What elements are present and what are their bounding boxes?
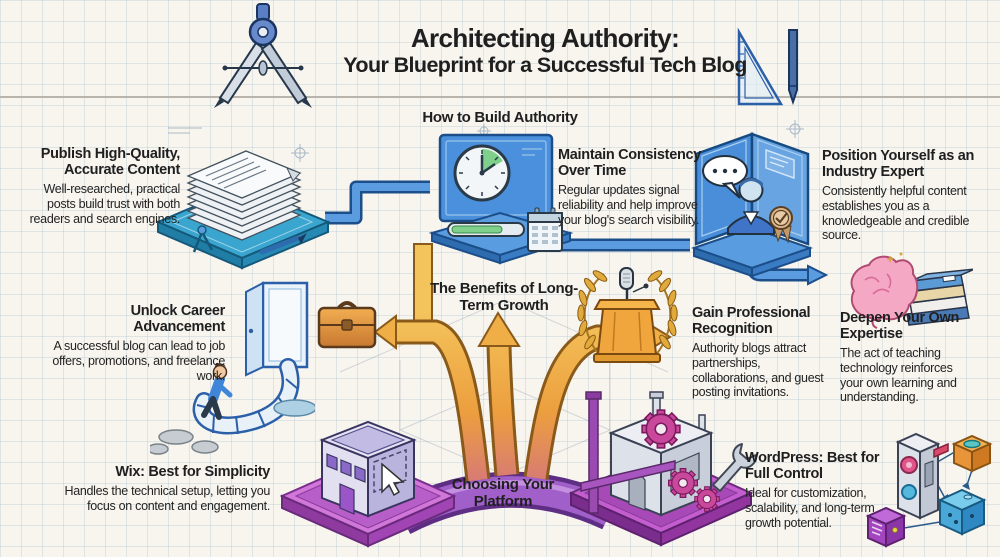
- card-career-advancement: Unlock Career Advancement A successful b…: [40, 303, 225, 383]
- page-title: Architecting Authority: Your Blueprint f…: [230, 23, 860, 78]
- drafting-compass-icon: [214, 3, 312, 108]
- card-body: Consistently helpful content establishes…: [822, 184, 970, 243]
- card-professional-recognition: Gain Professional Recognition Authority …: [692, 305, 838, 400]
- briefcase-icon: [317, 301, 377, 349]
- climbing-person-icon: [201, 363, 233, 420]
- wrench-icon: [712, 443, 758, 492]
- section-heading-benefits: The Benefits of Long-Term Growth: [430, 280, 578, 314]
- card-publish-content: Publish High-Quality, Accurate Content W…: [20, 146, 181, 226]
- card-title: Publish High-Quality, Accurate Content: [40, 146, 181, 179]
- chat-window-icon: [765, 148, 795, 180]
- gear-icon: [667, 468, 699, 498]
- podium-icon: [593, 299, 661, 363]
- gear-icon: [641, 409, 681, 449]
- card-deepen-expertise: Deepen Your Own Expertise The act of tea…: [840, 310, 978, 405]
- progress-bar-icon: [447, 222, 525, 237]
- card-title: Deepen Your Own Expertise: [840, 310, 960, 343]
- card-body: The act of teaching technology reinforce…: [840, 346, 957, 405]
- section-heading-platform: Choosing Your Platform: [451, 476, 555, 510]
- career-door-icon: [150, 281, 315, 455]
- award-badge-icon: [769, 206, 793, 244]
- pen-icon: [259, 233, 307, 255]
- purple-cube-icon: [865, 506, 907, 548]
- card-title: Wix: Best for Simplicity: [115, 464, 270, 480]
- brain-icon: [850, 252, 919, 329]
- title-line-1: Architecting Authority:: [410, 23, 680, 53]
- laurel-wreath-icon: [577, 270, 678, 357]
- scaffold-beam: [580, 460, 676, 492]
- laurel-podium-icon: [577, 267, 678, 363]
- card-title: Position Yourself as an Industry Expert: [822, 148, 975, 181]
- card-title: Unlock Career Advancement: [130, 303, 226, 336]
- building-door: [339, 483, 355, 515]
- title-line-2: Your Blueprint for a Successful Tech Blo…: [343, 53, 747, 78]
- card-body: Well-researched, practical posts build t…: [29, 182, 181, 226]
- selection-box-icon: [373, 448, 407, 494]
- building-windows: [326, 453, 366, 483]
- card-body: Handles the technical setup, letting you…: [64, 484, 271, 513]
- card-title: Maintain Consistency Over Time: [558, 147, 702, 180]
- card-title: Gain Professional Recognition: [692, 305, 811, 338]
- scaffold-pole: [588, 396, 599, 514]
- calendar-icon: [527, 207, 563, 252]
- section-heading-how-to-build-authority: How to Build Authority: [422, 109, 578, 126]
- card-wordpress: WordPress: Best for Full Control Ideal f…: [745, 450, 897, 530]
- server-tower-icon: [895, 432, 949, 520]
- gear-icon: [694, 486, 720, 512]
- clock-icon: [453, 144, 511, 202]
- left-arrow-icon: [373, 313, 491, 482]
- stepping-stones-icon: [150, 399, 315, 455]
- cursor-icon: [381, 462, 405, 497]
- card-body: Regular updates signal reliability and h…: [558, 183, 700, 227]
- wordpress-blocks-icon: [568, 391, 758, 547]
- flow-arrowhead-icon: [807, 264, 829, 286]
- set-square-icon: [737, 27, 798, 106]
- card-maintain-consistency: Maintain Consistency Over Time Regular u…: [558, 147, 721, 227]
- wix-building-icon: [279, 420, 457, 548]
- blue-cube-icon: [937, 488, 987, 536]
- expert-avatar: [727, 177, 775, 235]
- pencil-icon: [788, 29, 798, 106]
- paper-sheets: [186, 150, 302, 241]
- paper-stack-icon: [155, 150, 331, 270]
- card-wix: Wix: Best for Simplicity Handles the tec…: [58, 464, 271, 513]
- microphone-icon: [619, 267, 649, 300]
- expert-monitor-icon: [690, 132, 814, 278]
- open-door-icon: [245, 281, 309, 377]
- card-body: Ideal for customization, scalability, an…: [745, 486, 875, 530]
- title-divider: [0, 96, 1000, 98]
- speech-bubble-icon: [702, 155, 748, 199]
- card-body: A successful blog can lead to job offers…: [52, 339, 225, 383]
- card-title: WordPress: Best for Full Control: [745, 450, 880, 483]
- brain-books-icon: [850, 252, 973, 329]
- network-cubes-icon: [865, 432, 993, 548]
- up-arrow-icon: [477, 311, 521, 477]
- laptop-icon: [428, 133, 574, 265]
- orange-cube-icon: [951, 434, 993, 473]
- card-body: Authority blogs attract partnerships, co…: [692, 341, 824, 400]
- card-industry-expert: Position Yourself as an Industry Expert …: [822, 148, 994, 243]
